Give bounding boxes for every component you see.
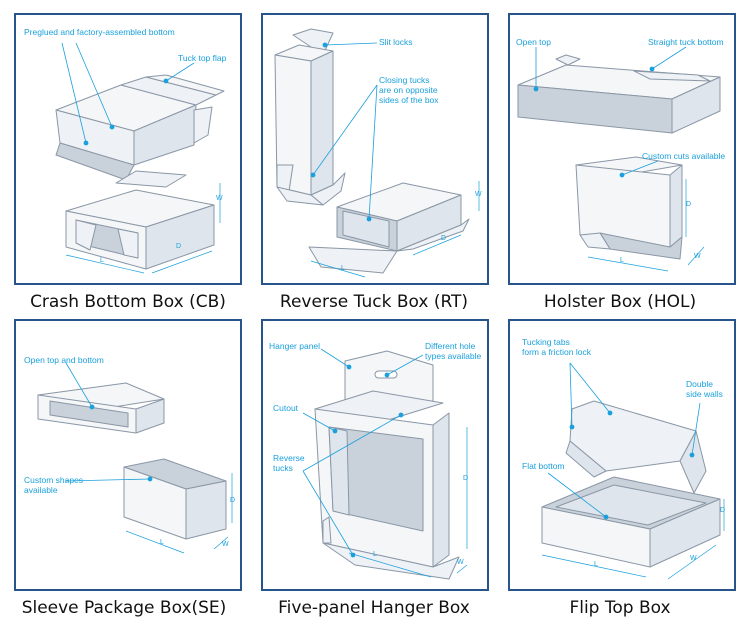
caption-flip-top-box: Flip Top Box (569, 598, 671, 618)
callout-different-hole: Different hole (425, 341, 476, 351)
callout-flat-bottom: Flat bottom (522, 461, 565, 471)
caption-holster-box: Holster Box (HOL) (543, 292, 697, 312)
dim-d: D (686, 201, 692, 208)
callout-closing-tucks: Closing tucks (379, 75, 430, 85)
callout-straight-tuck-bottom: Straight tuck bottom (648, 37, 724, 47)
panel-holster-box: Open top Straight tuck bottom Custom cut… (508, 13, 736, 285)
callout-closing-tucks-3: sides of the box (379, 95, 439, 105)
panel-sleeve-package-box: Open top and bottom Custom shapes availa… (14, 319, 242, 591)
dim-d: D (441, 235, 447, 242)
five-panel-hanger-box-illustration (302, 348, 468, 580)
dim-d: D (720, 507, 726, 514)
callout-different-hole-2: types available (425, 351, 482, 361)
caption-five-panel-hanger-box: Five-panel Hanger Box (278, 598, 470, 618)
dim-l: L (341, 265, 345, 272)
panel-flip-top-box: Tucking tabs form a friction lock Double… (508, 319, 736, 591)
crash-bottom-box-illustration (55, 42, 225, 274)
callout-closing-tucks-2: are on opposite (379, 85, 438, 95)
callout-tuck-top-flap: Tuck top flap (178, 53, 227, 63)
caption-crash-bottom-box: Crash Bottom Box (CB) (30, 292, 226, 312)
callout-hanger-panel: Hanger panel (269, 341, 321, 351)
dim-l: L (620, 257, 624, 264)
callout-preglued-bottom: Preglued and factory-assembled bottom (24, 27, 175, 37)
sleeve-package-box-illustration (37, 362, 233, 554)
reverse-tuck-box-illustration (274, 28, 480, 278)
dim-w: W (690, 555, 697, 562)
callout-reverse-tucks-2: tucks (273, 463, 293, 473)
dim-w: W (457, 559, 464, 566)
dim-d: D (230, 497, 236, 504)
callout-custom-cuts: Custom cuts available (642, 151, 726, 161)
callout-tucking-tabs: Tucking tabs (522, 337, 570, 347)
callout-custom-shapes: Custom shapes (24, 475, 84, 485)
callout-custom-shapes-2: available (24, 485, 58, 495)
panel-five-panel-hanger-box: Hanger panel Different hole types availa… (261, 319, 489, 591)
dim-l: L (160, 539, 164, 546)
dim-l: L (594, 561, 598, 568)
callout-double-side-walls-2: side walls (686, 389, 723, 399)
dim-d: D (176, 243, 182, 250)
panel-reverse-tuck-box: Slit locks Closing tucks are on opposite… (261, 13, 489, 285)
callout-tucking-tabs-2: form a friction lock (522, 347, 591, 357)
callout-slit-locks: Slit locks (379, 37, 413, 47)
callout-double-side-walls: Double (686, 379, 713, 389)
dim-w: W (222, 541, 229, 548)
dim-l: L (373, 551, 377, 558)
caption-sleeve-package-box: Sleeve Package Box(SE) (21, 598, 227, 618)
callout-open-top-and-bottom: Open top and bottom (24, 355, 104, 365)
caption-reverse-tuck-box: Reverse Tuck Box (RT) (279, 292, 469, 312)
flip-top-box-illustration (541, 362, 725, 580)
dim-d: D (463, 475, 469, 482)
dim-w: W (694, 253, 701, 260)
dim-w: W (475, 191, 482, 198)
callout-cutout: Cutout (273, 403, 299, 413)
panel-crash-bottom-box: Preglued and factory-assembled bottom Tu… (14, 13, 242, 285)
callout-open-top: Open top (516, 37, 551, 47)
dim-w: W (216, 195, 223, 202)
dim-l: L (100, 257, 104, 264)
callout-reverse-tucks: Reverse (273, 453, 305, 463)
holster-box-illustration (517, 46, 721, 272)
